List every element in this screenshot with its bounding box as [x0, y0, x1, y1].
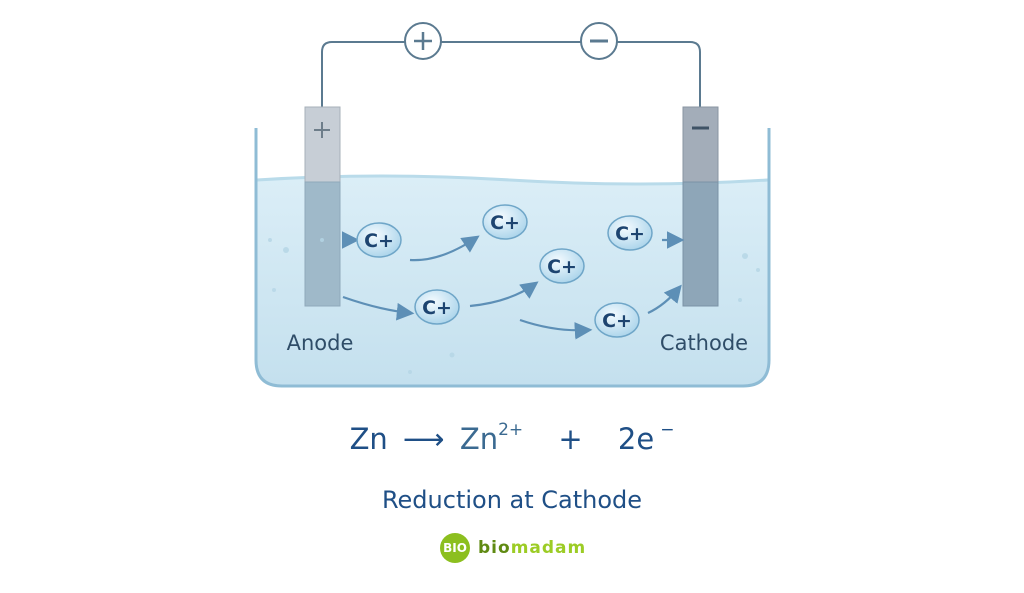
ion-path-arrow: [469, 281, 539, 308]
ion-path-arrow: [647, 284, 682, 314]
plus-sign: +: [558, 422, 583, 456]
negative-terminal-icon: [580, 22, 618, 60]
logo-text-a: bio: [478, 538, 511, 558]
ion-path-arrow: [519, 318, 593, 340]
cation: C+: [482, 204, 528, 240]
cathode-label: Cathode: [660, 331, 748, 355]
cation-label: C+: [490, 212, 520, 234]
half-reaction-equation: Zn ⟶ Zn2+ + 2e−: [0, 420, 1024, 456]
reaction-arrow: ⟶: [403, 422, 445, 456]
product: Zn2+: [459, 420, 524, 456]
cation: C+: [607, 215, 653, 251]
anode-label: Anode: [287, 331, 354, 355]
cation-label: C+: [602, 310, 632, 332]
positive-terminal-icon: [404, 22, 442, 60]
ion-path-arrow: [342, 295, 415, 321]
tank: [254, 128, 771, 388]
cation-label: C+: [364, 230, 394, 252]
logo-badge-icon: BIO: [440, 533, 470, 563]
cation-label: C+: [615, 223, 645, 245]
cation: C+: [594, 302, 640, 338]
logo-text-b: madam: [510, 538, 587, 558]
cathode-electrode: [682, 106, 719, 307]
ion-path-arrow: [409, 235, 480, 262]
electrons: 2e−: [617, 420, 675, 456]
cation: C+: [414, 289, 460, 325]
caption: Reduction at Cathode: [381, 486, 643, 514]
anode-electrode: [304, 106, 341, 307]
cation: C+: [356, 222, 402, 258]
reactant: Zn: [349, 422, 388, 456]
cation-label: C+: [422, 297, 452, 319]
biomadam-logo: BIO biomadam: [440, 533, 586, 563]
cation: C+: [539, 248, 585, 284]
wire: [321, 41, 701, 107]
cation-label: C+: [547, 256, 577, 278]
